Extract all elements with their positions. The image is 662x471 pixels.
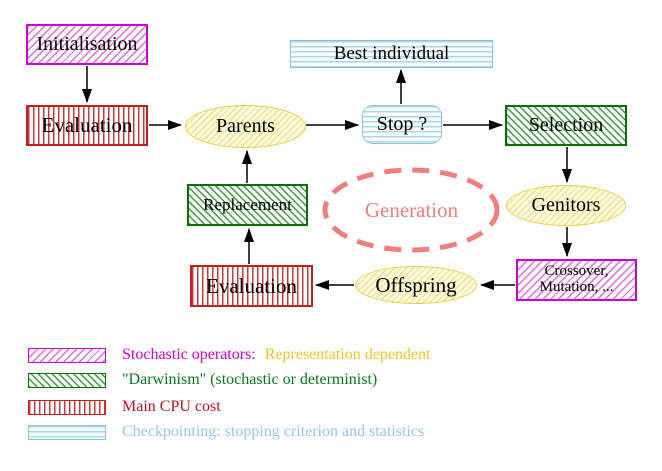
- node-initialisation: Initialisation: [26, 24, 148, 65]
- node-offspring: Offspring: [355, 266, 477, 304]
- legend-swatch-green-hatch: [28, 372, 106, 388]
- legend-row-darwinism: "Darwinism" (stochastic or determinist): [28, 371, 377, 389]
- node-parents-label: Parents: [216, 115, 275, 137]
- node-replacement: Replacement: [187, 184, 308, 226]
- node-stop-label: Stop ?: [376, 113, 428, 135]
- node-genitors-label: Genitors: [531, 194, 601, 216]
- legend-label-darwinism: "Darwinism" (stochastic or determinist): [122, 371, 378, 388]
- node-offspring-label: Offspring: [375, 272, 457, 297]
- legend-row-stochastic: Stochastic operators:Representation depe…: [28, 346, 430, 364]
- node-crossover-mutation: Crossover, Mutation, ...: [516, 259, 637, 301]
- legend-swatch-red-stripes: [28, 399, 106, 415]
- node-best-individual: Best individual: [290, 40, 493, 68]
- node-genitors: Genitors: [506, 185, 626, 226]
- legend-swatch-cyan-stripes: [28, 424, 106, 440]
- generation-loop-ellipse: [322, 167, 500, 253]
- node-evaluation-top: Evaluation: [26, 105, 148, 146]
- legend-label-cpu-cost: Main CPU cost: [122, 398, 221, 415]
- node-evaluation-bottom: Evaluation: [190, 265, 313, 307]
- node-parents: Parents: [185, 105, 306, 148]
- generation-label: Generation: [364, 197, 459, 222]
- node-evaluation-top-label: Evaluation: [41, 113, 133, 138]
- legend-label-stochastic: Stochastic operators:Representation depe…: [122, 346, 431, 363]
- node-stop: Stop ?: [362, 105, 442, 144]
- node-replacement-label: Replacement: [203, 195, 292, 215]
- node-evaluation-bottom-label: Evaluation: [206, 273, 297, 298]
- node-best-individual-label: Best individual: [333, 43, 450, 65]
- node-selection: Selection: [505, 105, 627, 146]
- legend-label-checkpointing: Checkpointing: stopping criterion and st…: [122, 423, 425, 440]
- node-crossover-line2: Mutation, ...: [539, 279, 614, 295]
- legend-row-cpu-cost: Main CPU cost: [28, 398, 221, 416]
- node-selection-label: Selection: [528, 114, 604, 136]
- legend-row-checkpointing: Checkpointing: stopping criterion and st…: [28, 423, 424, 441]
- node-crossover-line1: Crossover,: [544, 263, 609, 280]
- legend-swatch-magenta-hatch: [28, 347, 106, 363]
- node-initialisation-label: Initialisation: [36, 33, 138, 55]
